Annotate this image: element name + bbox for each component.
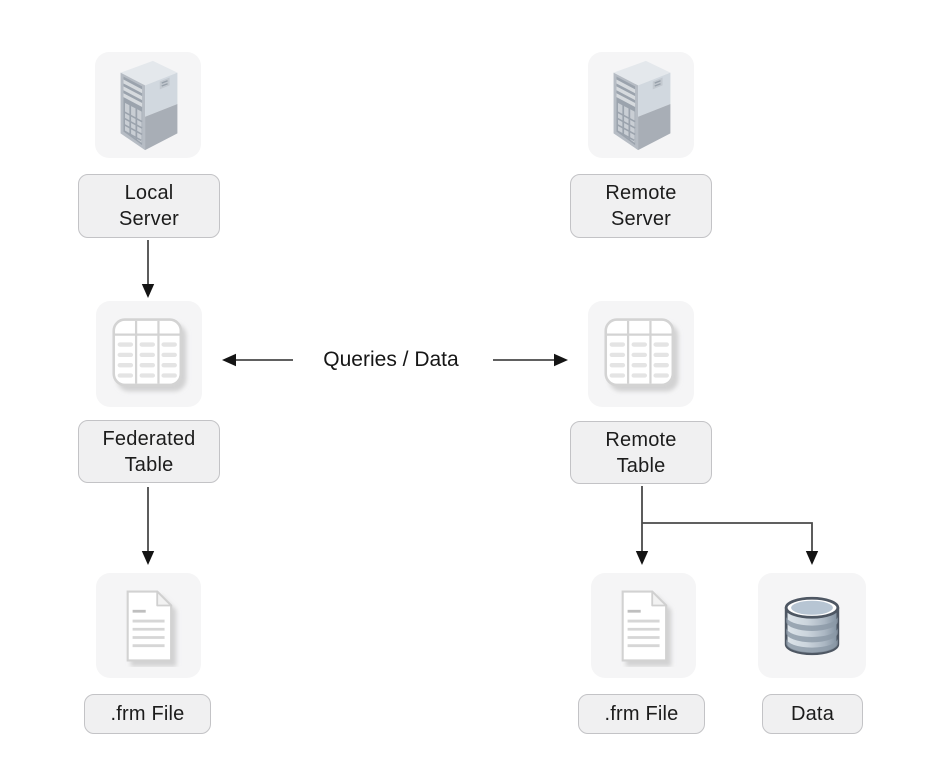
label-local-server: Local Server bbox=[78, 174, 220, 238]
label-remote-table: Remote Table bbox=[570, 421, 712, 484]
federated-table-tile bbox=[96, 301, 202, 407]
label-data: Data bbox=[762, 694, 863, 734]
label-line: Local bbox=[124, 182, 174, 204]
label-line: .frm File bbox=[110, 703, 185, 725]
remote-table-tile bbox=[588, 301, 694, 407]
label-frm-file-local: .frm File bbox=[84, 694, 211, 734]
table-icon bbox=[106, 311, 192, 397]
arrowhead-left bbox=[222, 353, 236, 367]
label-line: Remote bbox=[605, 428, 677, 451]
queries-data-label: Queries / Data bbox=[323, 348, 459, 371]
label-frm-file-remote: .frm File bbox=[578, 694, 705, 734]
server-icon bbox=[106, 56, 190, 154]
arrowhead-right bbox=[554, 353, 568, 367]
edge-remotetable-branch bbox=[641, 486, 813, 551]
local-server-tile bbox=[95, 52, 201, 158]
arrowhead-down bbox=[141, 551, 155, 565]
label-line: Table bbox=[124, 453, 174, 476]
database-icon bbox=[774, 588, 850, 664]
data-tile bbox=[758, 573, 866, 678]
document-icon bbox=[108, 585, 190, 667]
arrowhead-down bbox=[805, 551, 819, 565]
label-remote-server: Remote Server bbox=[570, 174, 712, 238]
arrowhead-down bbox=[141, 284, 155, 298]
label-line: Federated bbox=[102, 427, 196, 450]
remote-server-tile bbox=[588, 52, 694, 158]
label-line: Server bbox=[610, 208, 672, 230]
document-icon bbox=[603, 585, 685, 667]
label-line: Table bbox=[616, 454, 666, 477]
server-icon bbox=[599, 56, 683, 154]
label-federated-table: Federated Table bbox=[78, 420, 220, 483]
table-icon bbox=[598, 311, 684, 397]
frm-file-remote-tile bbox=[591, 573, 696, 678]
label-line: Data bbox=[790, 703, 835, 725]
frm-file-local-tile bbox=[96, 573, 201, 678]
label-line: Remote bbox=[605, 182, 677, 204]
label-line: Server bbox=[118, 208, 180, 230]
label-line: .frm File bbox=[604, 703, 679, 725]
arrowhead-down bbox=[635, 551, 649, 565]
